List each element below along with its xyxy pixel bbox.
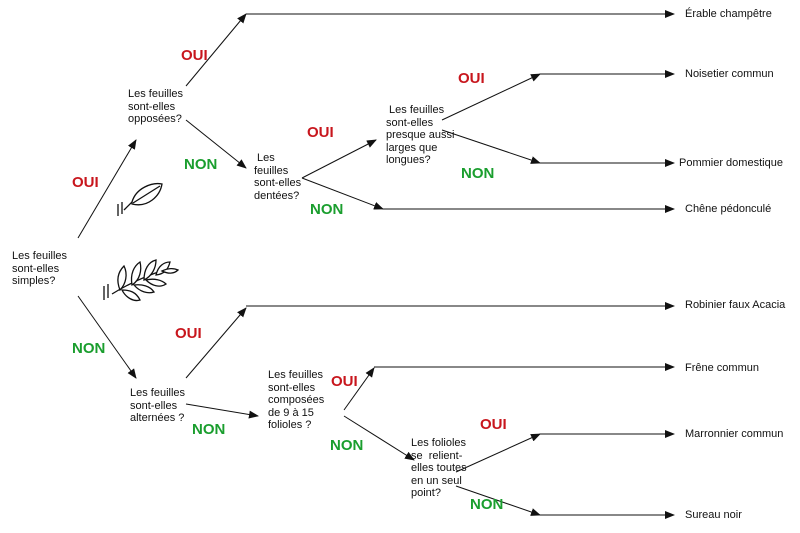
answer-oui-label: OUI bbox=[307, 124, 334, 141]
question-larges: Les feuilles sont-elles presque aussi la… bbox=[386, 104, 455, 166]
edge-q7-down bbox=[455, 485, 541, 516]
edge-q7-up bbox=[455, 433, 541, 473]
question-simples: Les feuilles sont-elles simples? bbox=[12, 250, 68, 287]
question-folioles: Les folioles se relient- elles toutes en… bbox=[411, 437, 467, 499]
edge-q3-up bbox=[185, 307, 247, 379]
answer-non-label: NON bbox=[72, 340, 106, 357]
answer-oui-label: OUI bbox=[458, 70, 485, 87]
question-composees: Les feuilles sont-elles composées de 9 à… bbox=[268, 369, 325, 431]
edge-q1-q3 bbox=[77, 295, 137, 379]
answer-oui-label: OUI bbox=[480, 416, 507, 433]
edge-q5-down bbox=[441, 129, 541, 164]
species-erable: Érable champêtre bbox=[685, 8, 772, 20]
species-noisetier: Noisetier commun bbox=[685, 68, 774, 80]
answer-oui-label: OUI bbox=[175, 325, 202, 342]
species-marronnier: Marronnier commun bbox=[685, 428, 784, 440]
question-opposees: Les feuilles sont-elles opposées? bbox=[128, 88, 184, 125]
species-pommier: Pommier domestique bbox=[679, 157, 783, 169]
edge-q1-q2 bbox=[77, 139, 137, 239]
species-sureau: Sureau noir bbox=[685, 509, 742, 521]
simple-leaf-icon bbox=[117, 182, 163, 216]
edge-q4-q5 bbox=[301, 139, 377, 179]
species-chene: Chêne pédonculé bbox=[685, 203, 772, 215]
answer-non-label: NON bbox=[310, 201, 344, 218]
answer-oui-label: OUI bbox=[72, 174, 99, 191]
answer-oui-label: OUI bbox=[181, 47, 208, 64]
answer-non-label: NON bbox=[192, 421, 226, 438]
edge-q6-up bbox=[343, 367, 375, 411]
compound-leaf-icon bbox=[103, 259, 180, 302]
edge-q5-up bbox=[441, 73, 541, 121]
edge-q2-up bbox=[185, 13, 247, 87]
edge-q4-down bbox=[301, 177, 384, 210]
answer-non-label: NON bbox=[461, 165, 495, 182]
answer-non-label: NON bbox=[184, 156, 218, 173]
answer-non-label: NON bbox=[330, 437, 364, 454]
answer-oui-label: OUI bbox=[331, 373, 358, 390]
species-robinier: Robinier faux Acacia bbox=[685, 299, 786, 311]
edge-q3-q6 bbox=[185, 403, 259, 419]
question-dentees: Les feuilles sont-elles dentées? bbox=[254, 152, 302, 202]
species-frene: Frêne commun bbox=[685, 362, 759, 374]
question-alternees: Les feuilles sont-elles alternées ? bbox=[130, 387, 186, 424]
edge-q6-q7 bbox=[343, 415, 415, 461]
edge-q2-q4 bbox=[185, 119, 247, 169]
answer-non-label: NON bbox=[470, 496, 504, 513]
